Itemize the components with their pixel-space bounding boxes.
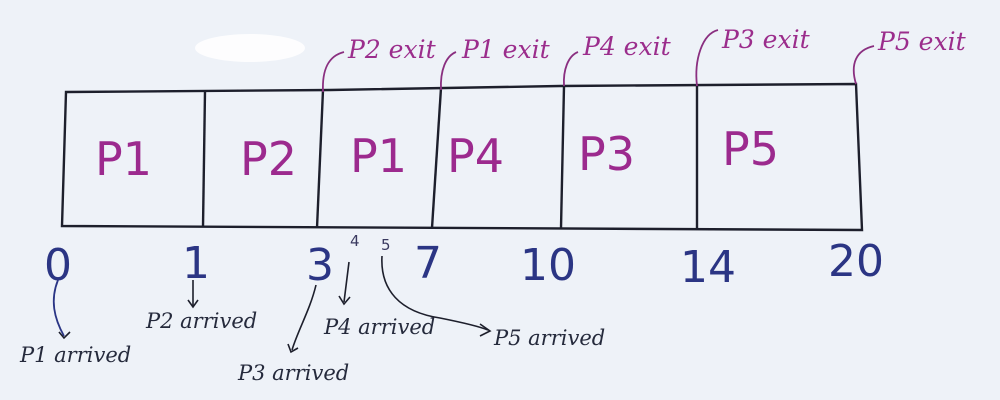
exit-label-p5: P5 exit xyxy=(877,27,967,56)
smudge xyxy=(195,34,305,62)
tick-10: 10 xyxy=(520,240,576,291)
divider-10 xyxy=(559,85,566,229)
block-label-4: P3 xyxy=(578,127,635,181)
block-label-1: P2 xyxy=(240,132,297,186)
exit-label-p1: P1 exit xyxy=(461,35,551,64)
divider-3 xyxy=(315,89,325,229)
tick-14: 14 xyxy=(680,242,736,293)
exit-label-p3: P3 exit xyxy=(721,25,811,54)
tick-20: 20 xyxy=(828,236,884,287)
arrowhead-p3 xyxy=(287,343,299,354)
arrival-label-p5: P5 arrived xyxy=(493,326,605,350)
arrival-label-p3: P3 arrived xyxy=(237,361,349,385)
exit-hook-p4 xyxy=(563,51,579,87)
exit-hook-p2 xyxy=(322,51,345,93)
block-label-2: P1 xyxy=(350,129,407,183)
arrival-label-p4: P4 arrived xyxy=(323,315,435,339)
exit-label-p4: P4 exit xyxy=(582,32,672,61)
arrowhead-p5 xyxy=(479,323,492,337)
tick-1: 1 xyxy=(182,238,210,289)
arrowhead-p1 xyxy=(58,331,71,340)
arrival-arrow-p5 xyxy=(381,255,489,331)
arrowhead-p2 xyxy=(187,299,199,309)
block-label-3: P4 xyxy=(447,129,504,183)
arrival-label-p1: P1 arrived xyxy=(19,343,131,367)
block-label-5: P5 xyxy=(722,122,779,176)
small-tick-5: 5 xyxy=(381,236,391,254)
arrival-arrow-p4 xyxy=(343,261,350,303)
divider-7 xyxy=(430,87,443,229)
arrival-arrow-p1 xyxy=(52,279,65,337)
exit-hook-p1 xyxy=(440,51,457,91)
exit-label-p2: P2 exit xyxy=(347,35,437,64)
block-label-0: P1 xyxy=(95,132,152,186)
arrowhead-p4 xyxy=(338,295,351,306)
exit-hook-p3 xyxy=(695,29,719,87)
divider-1 xyxy=(201,90,207,228)
arrival-label-p2: P2 arrived xyxy=(145,309,257,333)
arrival-arrow-p3 xyxy=(291,284,317,351)
tick-3: 3 xyxy=(306,240,334,291)
tick-7: 7 xyxy=(414,238,442,289)
tick-0: 0 xyxy=(44,240,72,291)
exit-hook-p5 xyxy=(852,45,875,85)
small-tick-4: 4 xyxy=(350,232,360,250)
